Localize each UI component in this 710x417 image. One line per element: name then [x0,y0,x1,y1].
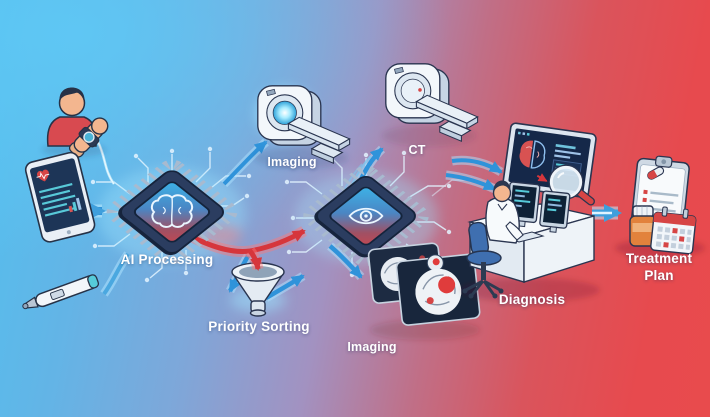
ai-chip-brain-icon [106,159,238,265]
pill-bottle-icon [629,205,657,247]
office-chair-icon [462,221,504,299]
calendar-icon [650,206,697,255]
ct-scanner-icon [382,63,479,147]
label-ai-processing: AI Processing [120,252,214,267]
label-priority-sorting: Priority Sorting [208,319,310,334]
label-treatment-plan: Treatment Plan [625,251,693,283]
doctor-icon [485,180,524,244]
treatment-plan-group [615,155,705,257]
flow-arrow-red [187,226,307,271]
label-ct: CT [408,143,426,157]
label-imaging-bottom: Imaging [347,340,397,354]
brain-scan-panel-icon [367,242,481,340]
desk-monitor-icon [539,190,571,233]
thermometer-icon [22,274,100,310]
ai-chip-eye-icon [303,165,429,267]
smartwatch-icon [68,117,109,158]
health-record-tablet-icon [24,151,96,243]
funnel-icon [231,262,285,317]
mri-scanner-icon [254,85,351,169]
diagnosis-scene [460,122,600,302]
label-diagnosis: Diagnosis [498,292,566,307]
label-imaging-top: Imaging [267,155,317,169]
